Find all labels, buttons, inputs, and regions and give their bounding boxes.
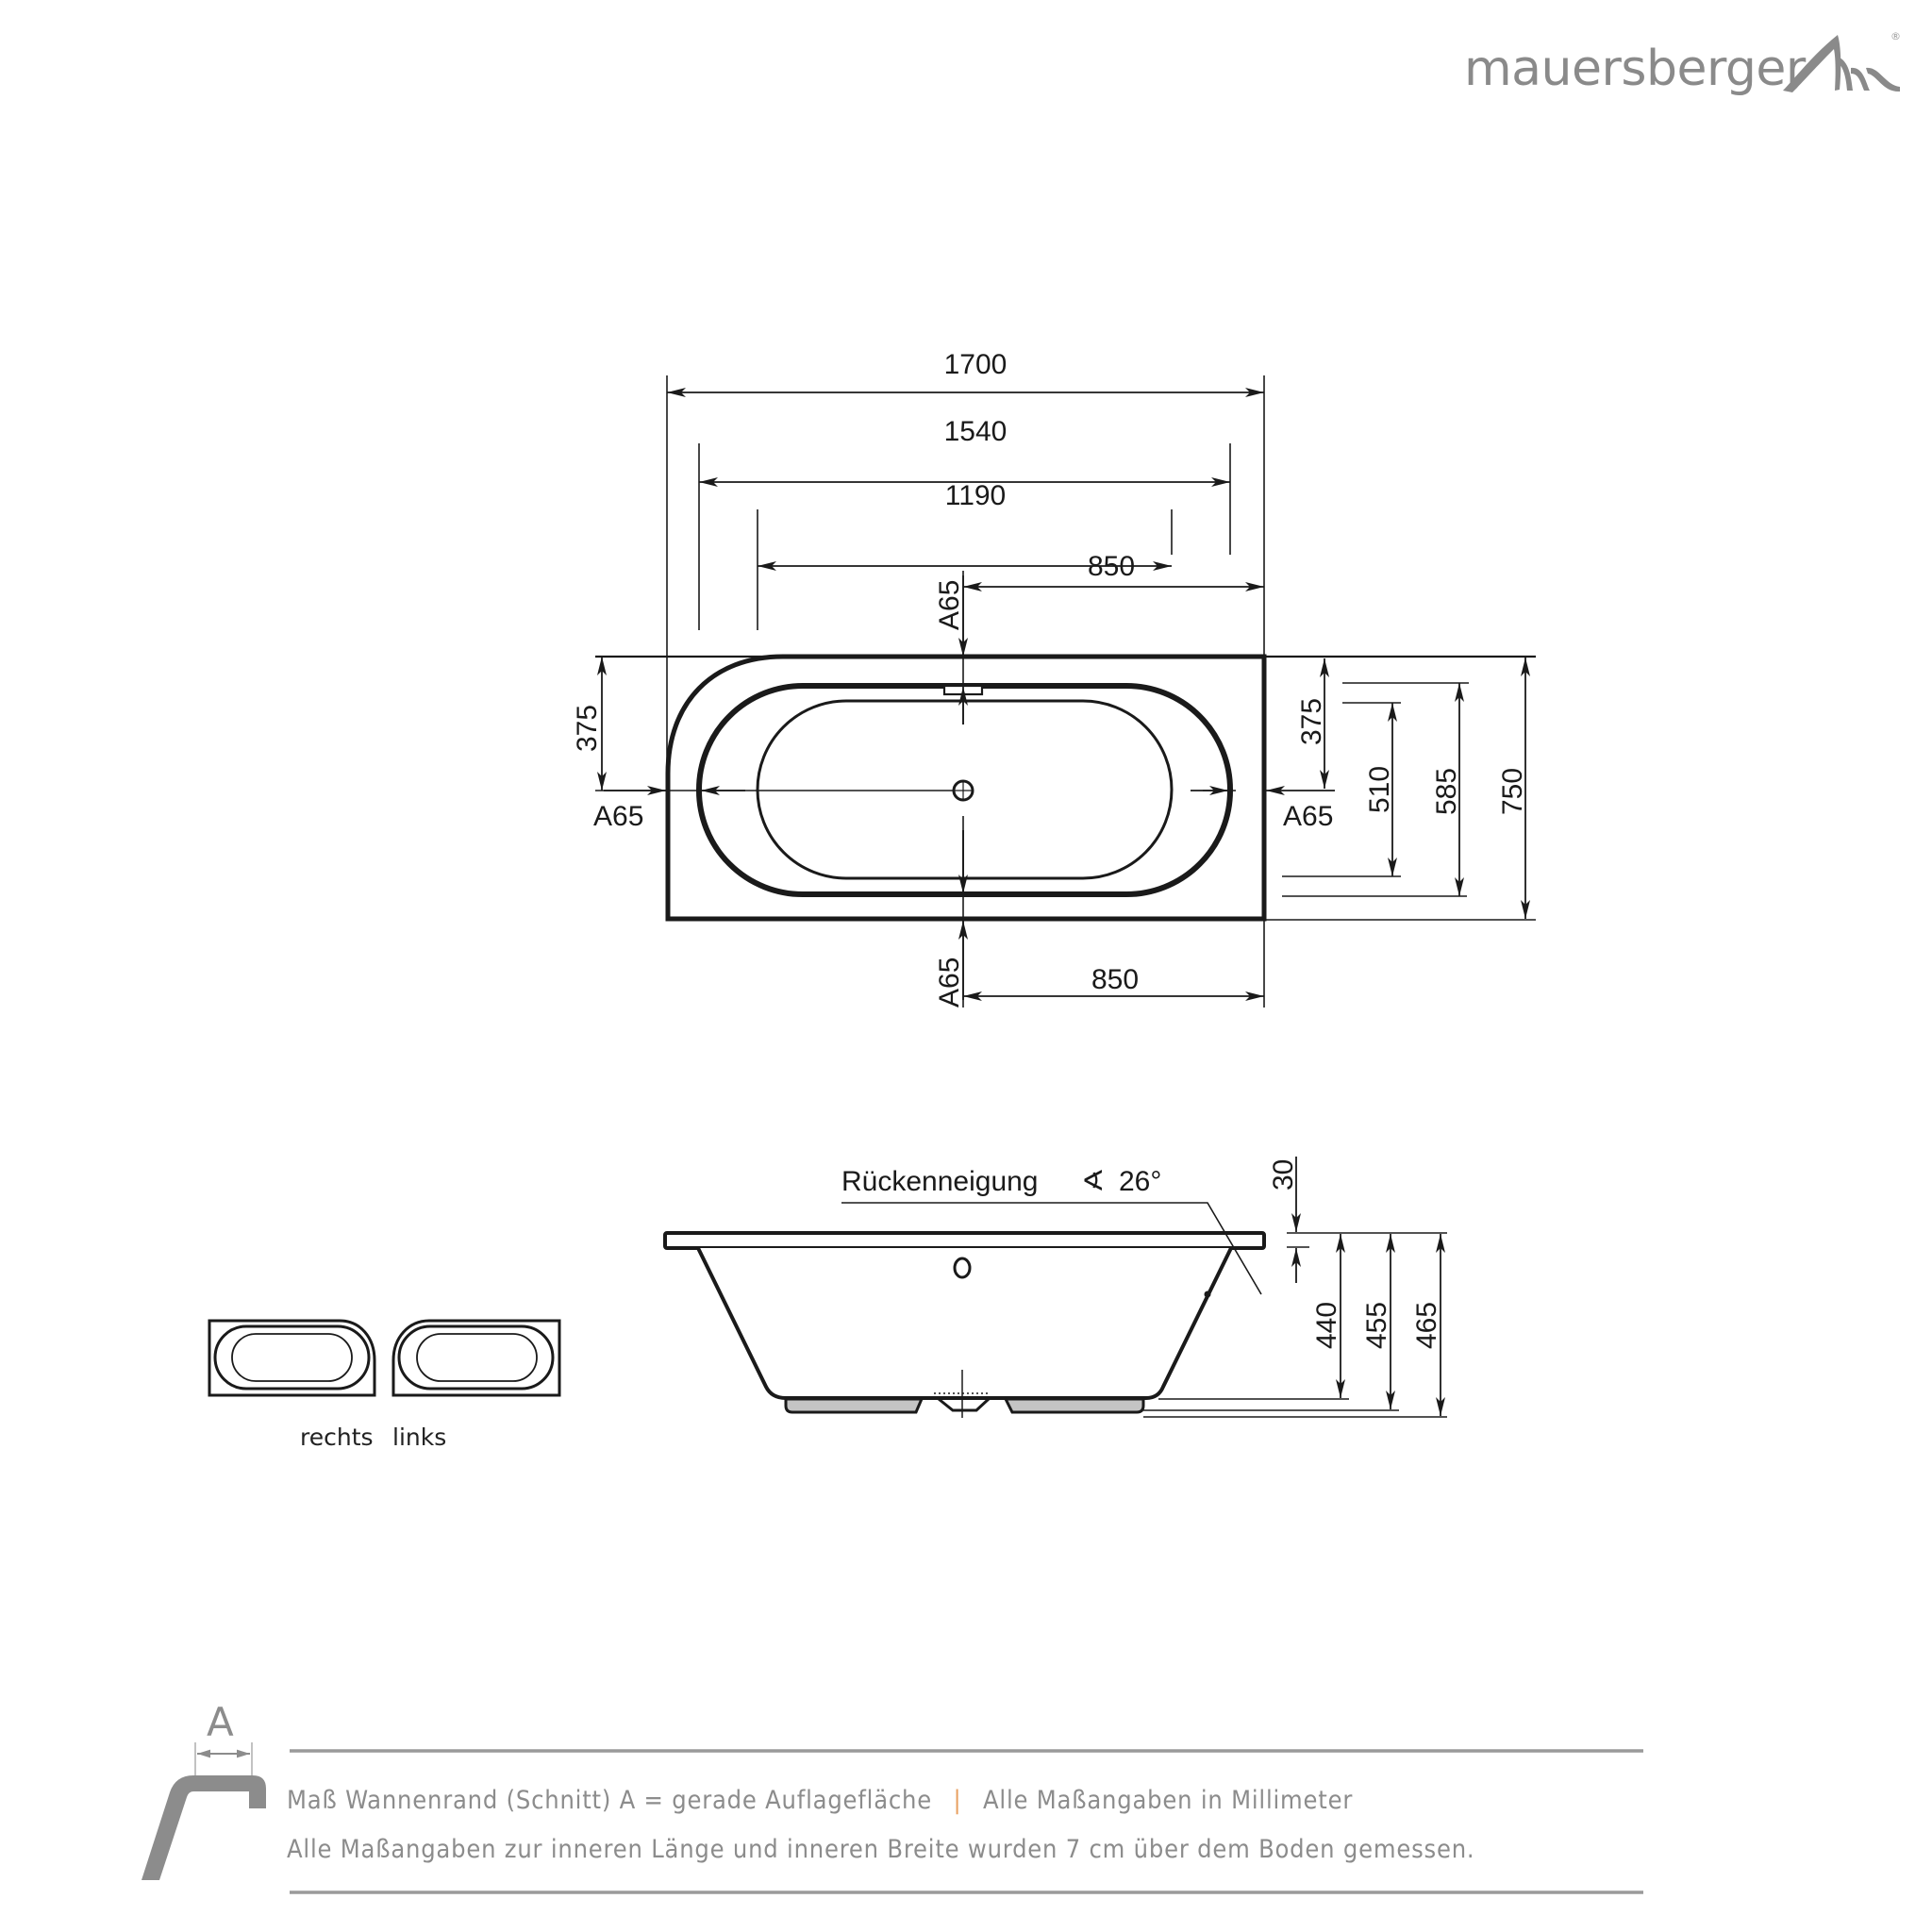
dim-overall-length: 1700 [944,349,1008,380]
dim-inner-length-top: 1540 [944,416,1008,447]
registered-mark: ® [1890,30,1901,42]
dim-inner-length-bottom: 1190 [945,480,1007,511]
variant-label-links: links [392,1424,446,1451]
drain-icon [952,779,974,802]
side-body [696,1247,1233,1400]
back-slope-angle: 26° [1119,1166,1161,1197]
legend-separator: | [954,1786,962,1815]
dim-center-offset-bottom: 850 [1091,964,1139,995]
dim-half-width-right: 375 [1296,698,1327,745]
dim-center-offset-top: 850 [1088,551,1135,582]
top-view: 1700 1540 1190 850 A65 A65 375 [572,349,1536,1008]
side-overflow-icon [953,1257,972,1279]
legend-measurement-note: Alle Maßangaben zur inneren Länge und in… [287,1835,1474,1864]
back-slope-point [1204,1291,1211,1298]
brand-name: mauersberger [1464,41,1807,97]
dim-overall-width: 750 [1497,768,1528,815]
dim-rim-thickness: 30 [1268,1159,1299,1191]
side-foot-left [784,1397,924,1414]
dim-inner-width-top: 585 [1431,768,1462,815]
rim-label-bottom: A65 [934,958,965,1008]
legend-rim-definition: Maß Wannenrand (Schnitt) A = gerade Aufl… [287,1786,932,1815]
profile-letter: A [207,1699,234,1745]
extension-lines [595,375,1536,1008]
rim-label-left: A65 [593,801,643,832]
back-slope-label: Rückenneigung [841,1166,1039,1197]
rim-label-top: A65 [934,580,965,630]
back-slope-leader [841,1202,1262,1295]
side-rim [663,1231,1266,1250]
dim-total-height: 465 [1411,1302,1442,1349]
legend-line1: Maß Wannenrand (Schnitt) A = gerade Aufl… [287,1786,1353,1815]
brand-mark-icon [1783,35,1900,92]
legend: A Maß Wannenrand (Schnitt) A = gerade Au… [142,1699,1643,1894]
side-view: Rückenneigung ∢ 26° 30 440 455 465 [663,1157,1447,1418]
legend-units: Alle Maßangaben in Millimeter [983,1786,1353,1815]
tub-outer-outline [665,654,1267,922]
dim-half-width-left: 375 [572,705,603,752]
dim-inner-width-bottom: 510 [1364,766,1395,813]
variant-rechts: rechts [208,1319,376,1451]
angle-icon: ∢ [1081,1166,1105,1197]
dim-depth-to-floor: 455 [1361,1302,1392,1349]
side-drain-notch [938,1397,991,1412]
side-foot-right [1003,1397,1145,1414]
brand-logo: mauersberger ® [1464,30,1901,97]
rim-profile-icon: A [142,1699,266,1880]
variant-links: links [391,1319,561,1451]
variant-label-rechts: rechts [300,1424,374,1451]
rim-label-right: A65 [1283,801,1333,832]
dim-inner-depth: 440 [1311,1302,1342,1349]
